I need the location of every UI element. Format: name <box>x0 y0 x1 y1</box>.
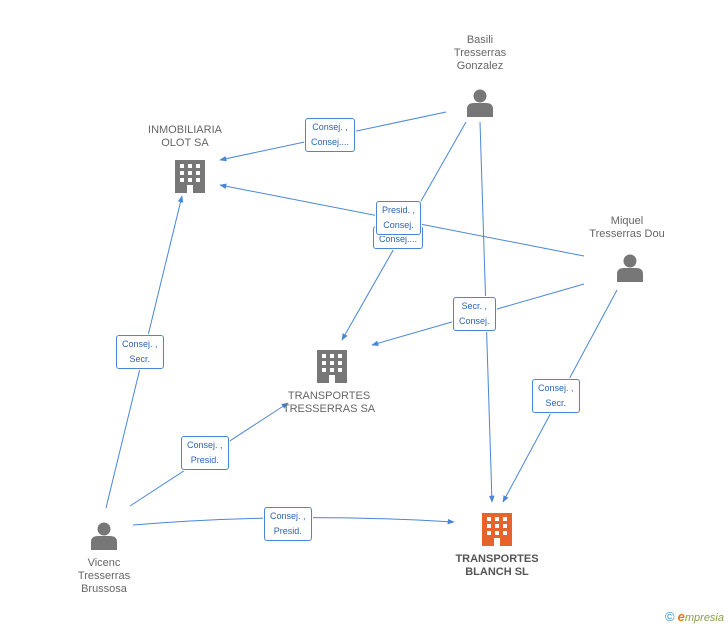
person-icon <box>617 254 643 282</box>
node-label-inmobiliaria[interactable]: INMOBILIARIA OLOT SA <box>148 124 222 149</box>
node-label-transportes-tresserras[interactable]: TRANSPORTES TRESSERRAS SA <box>282 390 376 415</box>
edge-label[interactable]: Consej. , Presid. <box>264 507 312 541</box>
edge-label[interactable]: Consej. , Secr. <box>532 379 580 413</box>
node-label-transportes-blanch[interactable]: TRANSPORTES BLANCH SL <box>455 553 539 578</box>
node-label-vicenc[interactable]: Vicenc Tresserras Brussosa <box>77 557 131 595</box>
edge-label[interactable]: Consej. , Consej.... <box>305 118 356 152</box>
edge-label[interactable]: Consej. , Presid. <box>181 436 229 470</box>
building-icon <box>175 160 205 193</box>
person-icon <box>91 522 117 550</box>
edge-label[interactable]: Presid. , Consej. <box>376 201 422 235</box>
node-label-basili[interactable]: Basili Tresserras Gonzalez <box>453 34 507 72</box>
empresia-logo[interactable]: ©empresia <box>665 609 724 624</box>
building-icon <box>482 513 512 546</box>
node-label-miquel[interactable]: Miquel Tresserras Dou <box>589 215 665 240</box>
building-icon <box>317 350 347 383</box>
person-icon <box>467 89 493 117</box>
edge-label[interactable]: Consej. , Secr. <box>116 335 164 369</box>
copyright-icon: © <box>665 609 675 624</box>
edge-label[interactable]: Secr. , Consej. <box>453 297 496 331</box>
